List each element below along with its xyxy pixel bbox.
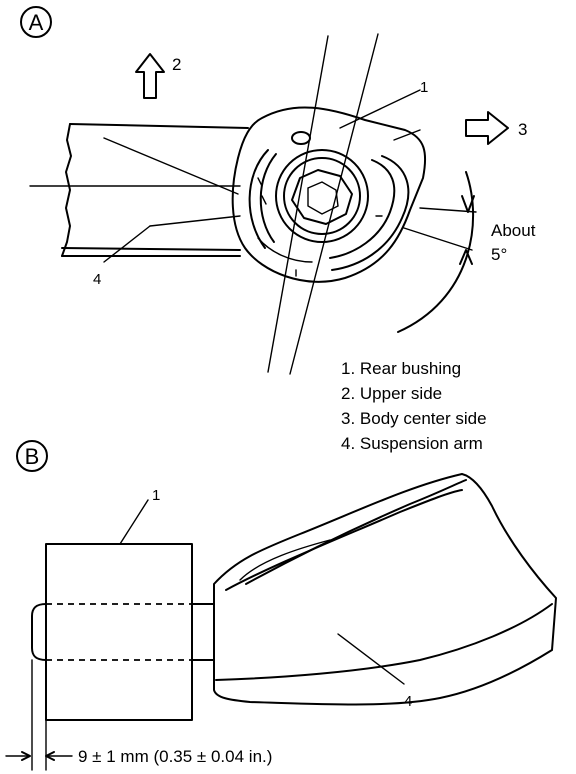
- legend-item: 1. Rear bushing: [341, 359, 461, 378]
- suspension-arm: [29, 123, 249, 257]
- upper-side-arrow: 2: [135, 53, 181, 99]
- suspension-arm-side-view: 4: [213, 473, 557, 710]
- panel-a-callouts: 1 4: [93, 79, 428, 288]
- body-center-arrow: 3: [465, 111, 527, 145]
- panel-b-letter: B: [25, 444, 40, 469]
- reference-lines: [267, 33, 477, 375]
- upper-side-arrow-label: 2: [172, 55, 181, 74]
- angle-about-label: About: [491, 221, 536, 240]
- legend-item: 4. Suspension arm: [341, 434, 483, 453]
- panel-a-letter: A: [29, 10, 44, 35]
- legend-item: 3. Body center side: [341, 409, 487, 428]
- panel-b: B 1 4 9: [5, 440, 557, 771]
- callout-suspension-arm-a: 4: [93, 271, 101, 288]
- callout-suspension-arm-b: 4: [404, 693, 412, 710]
- panel-b-marker: B: [16, 440, 48, 472]
- rear-bushing: [231, 106, 427, 283]
- dimension-label: 9 ± 1 mm (0.35 ± 0.04 in.): [78, 747, 272, 766]
- rear-bushing-side-view: 1: [31, 487, 215, 721]
- callout-rear-bushing-b: 1: [152, 487, 160, 504]
- angle-indicator: About 5°: [397, 171, 536, 333]
- panel-a-marker: A: [20, 6, 52, 38]
- dimension-indicator: 9 ± 1 mm (0.35 ± 0.04 in.): [5, 659, 272, 771]
- parts-legend: 1. Rear bushing 2. Upper side 3. Body ce…: [341, 359, 487, 453]
- panel-a: A 2 3: [20, 6, 536, 375]
- angle-value-label: 5°: [491, 245, 507, 264]
- body-center-arrow-label: 3: [518, 120, 527, 139]
- callout-rear-bushing-a: 1: [420, 79, 428, 96]
- legend-item: 2. Upper side: [341, 384, 442, 403]
